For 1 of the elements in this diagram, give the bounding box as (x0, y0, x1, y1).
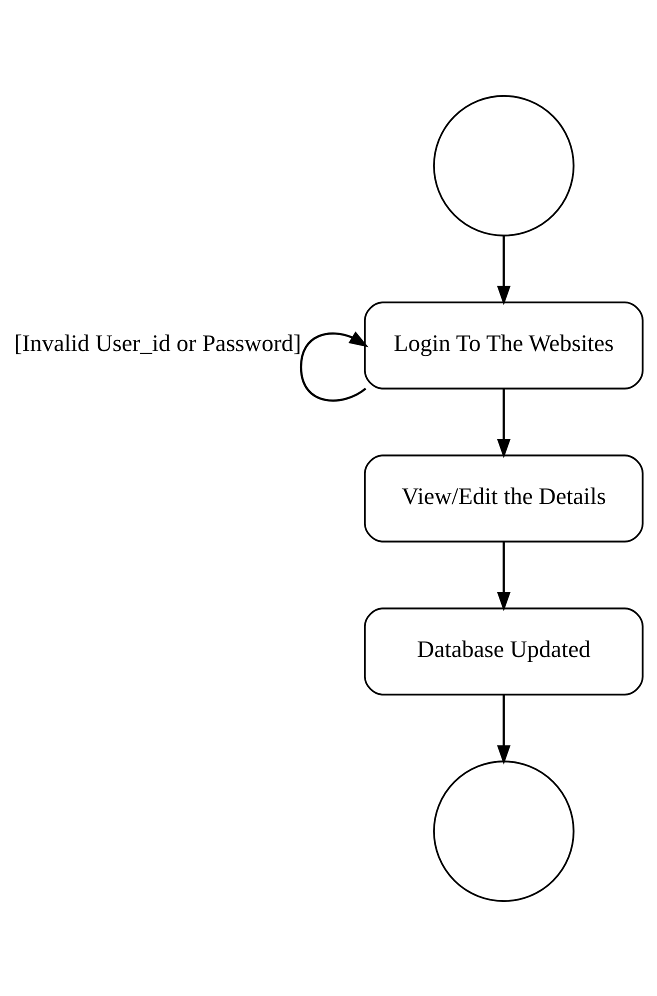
edge-label: [Invalid User_id or Password] (14, 330, 302, 357)
